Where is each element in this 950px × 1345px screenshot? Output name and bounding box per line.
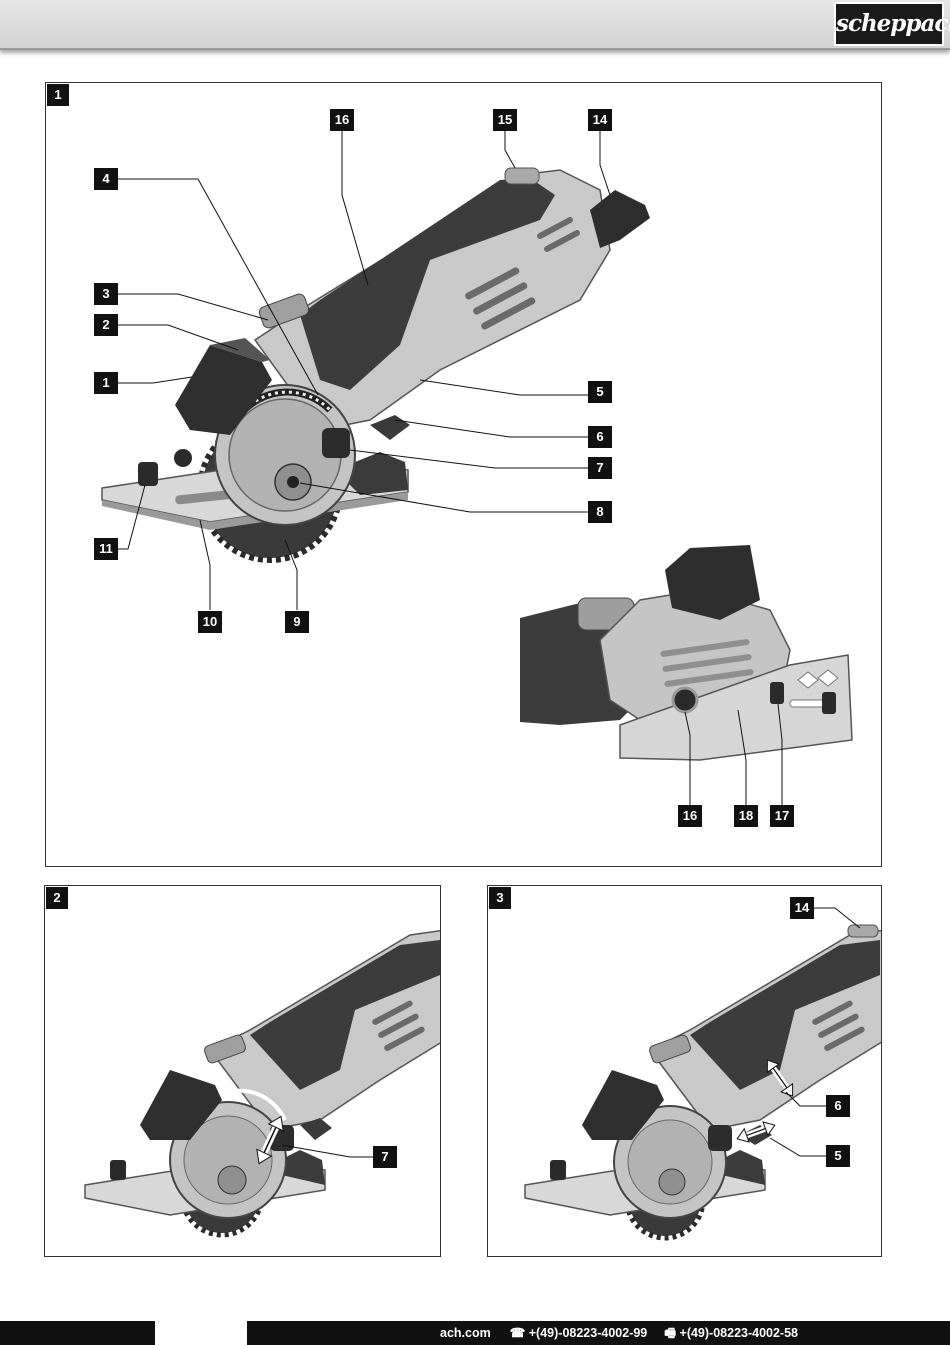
brand-logo: scheppach: [834, 2, 950, 46]
phone-icon: ☎: [509, 1326, 526, 1340]
callout-7: 7: [588, 457, 612, 479]
callout-15: 16: [330, 109, 354, 131]
callout-8: 8: [588, 501, 612, 523]
callout-14-panel-3: 14: [790, 897, 814, 919]
callout-16: 16: [678, 805, 702, 827]
panel-number: 3: [489, 887, 511, 909]
callout-14: 15: [493, 109, 517, 131]
callout-11: 11: [94, 538, 118, 560]
callout-6-panel-3: 6: [826, 1095, 850, 1117]
footer-contact: ach.com ☎ +(49)-08223-4002-99 🖷 +(49)-08…: [440, 1321, 798, 1345]
callout-10: 10: [198, 611, 222, 633]
callout-5-panel-3: 5: [826, 1145, 850, 1167]
panel-number: 1: [47, 84, 69, 106]
footer-bar: ach.com ☎ +(49)-08223-4002-99 🖷 +(49)-08…: [0, 1321, 950, 1345]
footer-page-number-box: [155, 1321, 247, 1345]
callout-5: 5: [588, 381, 612, 403]
figure-panel-1: 1: [45, 82, 882, 867]
callout-17: 17: [770, 805, 794, 827]
footer-fax: +(49)-08223-4002-58: [679, 1326, 799, 1340]
callout-2: 2: [94, 314, 118, 336]
footer-phone: +(49)-08223-4002-99: [528, 1326, 648, 1340]
footer-website[interactable]: ach.com: [440, 1326, 491, 1340]
fax-icon: 🖷: [664, 1326, 677, 1340]
callout-3: 3: [94, 283, 118, 305]
callout-1: 1: [94, 372, 118, 394]
callout-9: 9: [285, 611, 309, 633]
callout-13: 14: [588, 109, 612, 131]
callout-18: 18: [734, 805, 758, 827]
panel-number: 2: [46, 887, 68, 909]
figure-panel-3: 3: [487, 885, 882, 1257]
figure-panel-2: 2: [44, 885, 441, 1257]
header-bar: scheppach: [0, 0, 950, 50]
callout-4: 4: [94, 168, 118, 190]
callout-7-panel-2: 7: [373, 1146, 397, 1168]
callout-6: 6: [588, 426, 612, 448]
